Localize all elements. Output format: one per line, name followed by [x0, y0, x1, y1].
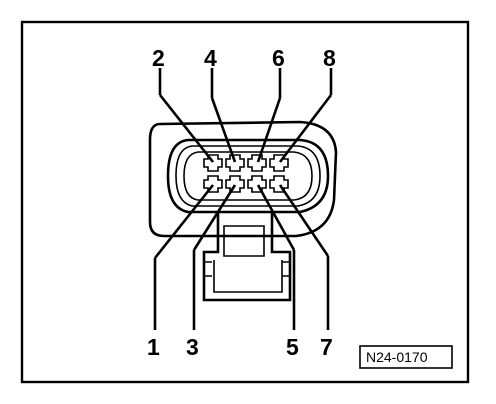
connector-housing	[148, 120, 338, 238]
reference-code: N24-0170	[366, 349, 428, 365]
leader-line	[153, 184, 215, 259]
pin-cavities	[203, 154, 289, 193]
locking-latch	[202, 212, 292, 302]
leader-lines	[153, 68, 333, 330]
pin-label-top: 2	[152, 45, 165, 71]
pin-cavity	[225, 154, 245, 172]
pin-label-top: 6	[272, 45, 285, 71]
leader-line	[278, 184, 330, 257]
pin-cavity	[203, 154, 223, 172]
leader-line	[256, 97, 282, 163]
leader-line	[278, 94, 333, 163]
pin-label-bottom: 5	[286, 334, 299, 360]
pin-cavity	[269, 154, 289, 172]
leader-line	[158, 94, 215, 163]
pin-cavity	[225, 175, 245, 193]
pin-label-bottom: 3	[186, 334, 199, 360]
pin-label-top: 8	[323, 45, 336, 71]
pin-label-bottom: 7	[320, 334, 333, 360]
pin-label-bottom: 1	[147, 334, 160, 360]
leader-line	[256, 184, 296, 251]
pin-cavity	[247, 154, 267, 172]
pin-label-top: 4	[204, 45, 217, 71]
reference-code-box: N24-0170	[359, 345, 453, 369]
leader-line	[210, 97, 237, 163]
pin-cavity	[203, 175, 223, 193]
leader-line	[192, 184, 237, 251]
figure-frame	[20, 20, 470, 384]
